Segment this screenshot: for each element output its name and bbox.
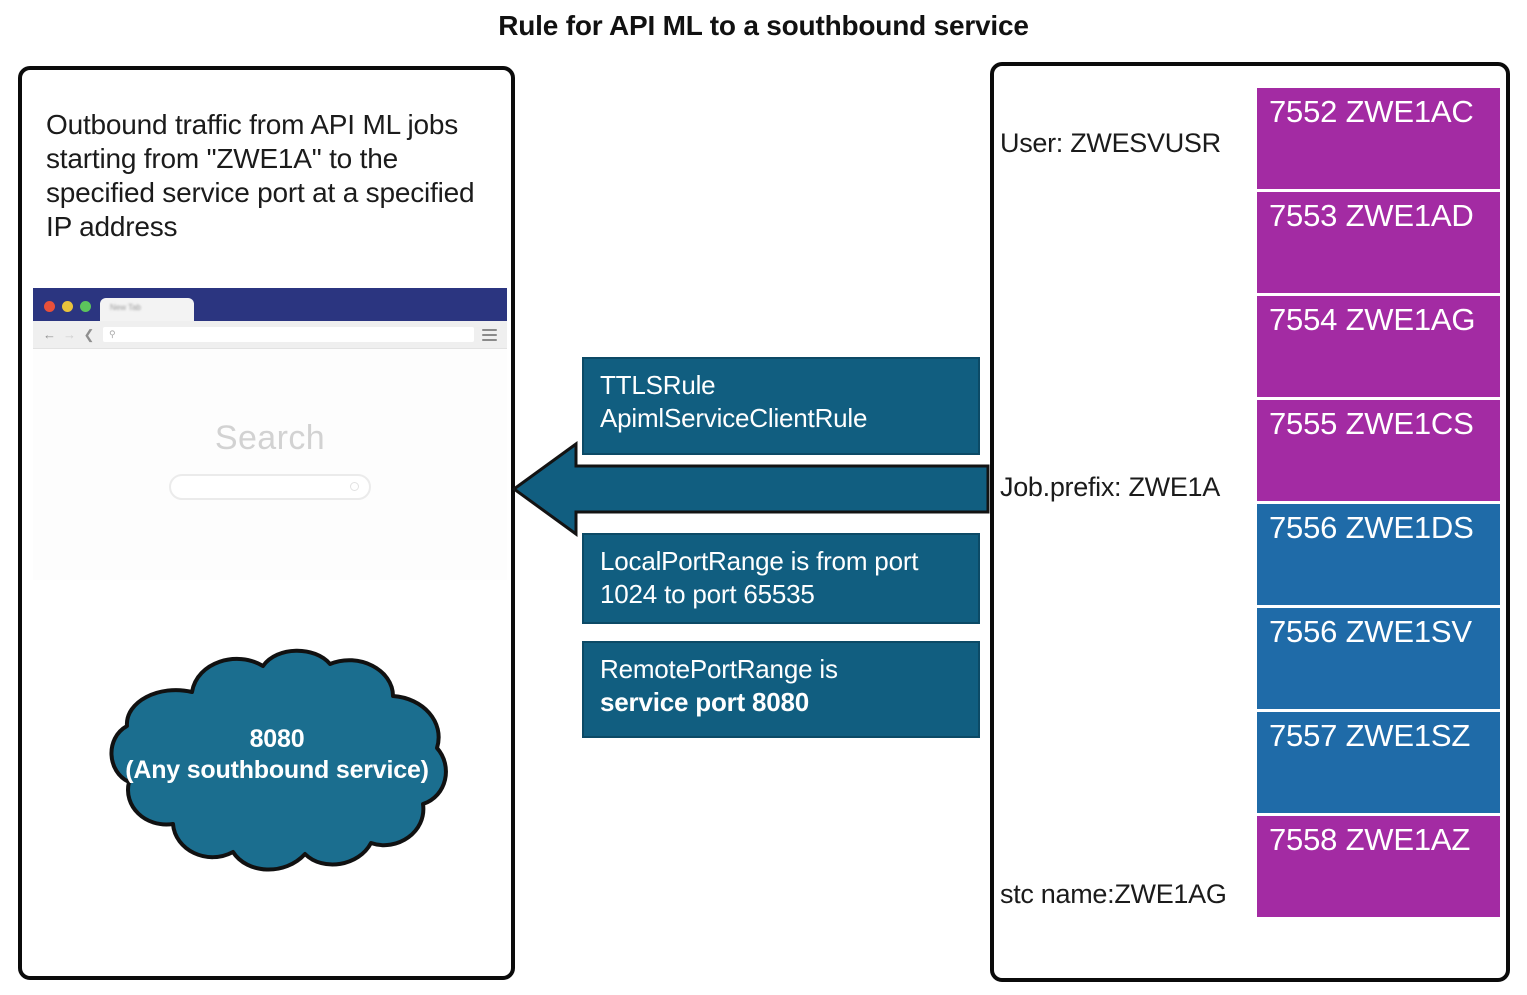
- outbound-traffic-description: Outbound traffic from API ML jobs starti…: [46, 109, 475, 243]
- ttls-rule-line2: ApimlServiceClientRule: [600, 403, 868, 434]
- maximize-window-icon[interactable]: [80, 301, 91, 312]
- reload-icon[interactable]: ❮: [83, 327, 95, 342]
- port-row: 7556 ZWE1DS: [1257, 504, 1500, 605]
- local-port-range-line2: 1024 to port 65535: [600, 579, 815, 610]
- left-arrow-icon: [511, 441, 990, 537]
- port-row: 7554 ZWE1AG: [1257, 296, 1500, 397]
- local-port-range-line1: LocalPortRange is from port: [600, 546, 919, 576]
- port-row: 7557 ZWE1SZ: [1257, 712, 1500, 813]
- remote-port-range-line1: RemotePortRange is: [600, 654, 838, 684]
- browser-tab-label: New Tab: [110, 303, 141, 312]
- flow-arrow: [511, 440, 990, 538]
- port-row: 7553 ZWE1AD: [1257, 192, 1500, 293]
- remote-port-range-box: RemotePortRange is service port 8080: [582, 641, 980, 738]
- browser-tab[interactable]: New Tab: [100, 298, 194, 321]
- left-panel: Outbound traffic from API ML jobs starti…: [18, 66, 515, 980]
- port-row: 7555 ZWE1CS: [1257, 400, 1500, 501]
- cloud-shape-icon: [109, 648, 448, 872]
- port-row: 7552 ZWE1AC: [1257, 88, 1500, 189]
- browser-toolbar: ← → ❮ ⚲: [33, 321, 507, 349]
- minimize-window-icon[interactable]: [62, 301, 73, 312]
- browser-viewport: Search: [33, 349, 507, 580]
- page-title: Rule for API ML to a southbound service: [498, 10, 1029, 41]
- remote-port-range-line2: service port 8080: [600, 687, 810, 718]
- user-label: User: ZWESVUSR: [1000, 128, 1221, 158]
- ttls-rule-box: TTLSRule ApimlServiceClientRule: [582, 357, 980, 455]
- close-window-icon[interactable]: [44, 301, 55, 312]
- search-icon: ⚲: [109, 329, 116, 339]
- stc-name-label: stc name:ZWE1AG: [1000, 879, 1227, 909]
- browser-titlebar: New Tab: [33, 288, 507, 321]
- job-prefix-label: Job.prefix: ZWE1A: [1000, 472, 1220, 502]
- search-heading: Search: [214, 419, 326, 457]
- port-row: 7558 ZWE1AZ: [1257, 816, 1500, 917]
- ttls-rule-line1: TTLSRule: [600, 370, 716, 400]
- local-port-range-box: LocalPortRange is from port 1024 to port…: [582, 533, 980, 624]
- forward-arrow-icon[interactable]: →: [63, 327, 76, 342]
- port-list: 7552 ZWE1AC 7553 ZWE1AD 7554 ZWE1AG 7555…: [1257, 88, 1500, 920]
- address-bar[interactable]: ⚲: [103, 327, 474, 342]
- back-arrow-icon[interactable]: ←: [43, 327, 56, 342]
- browser-mockup: New Tab ← → ❮ ⚲ Search: [33, 288, 507, 580]
- southbound-service-cloud: 8080 (Any southbound service): [97, 640, 457, 880]
- window-controls: [33, 301, 100, 321]
- hamburger-menu-icon[interactable]: [482, 328, 497, 341]
- search-input[interactable]: [169, 474, 371, 500]
- port-row: 7556 ZWE1SV: [1257, 608, 1500, 709]
